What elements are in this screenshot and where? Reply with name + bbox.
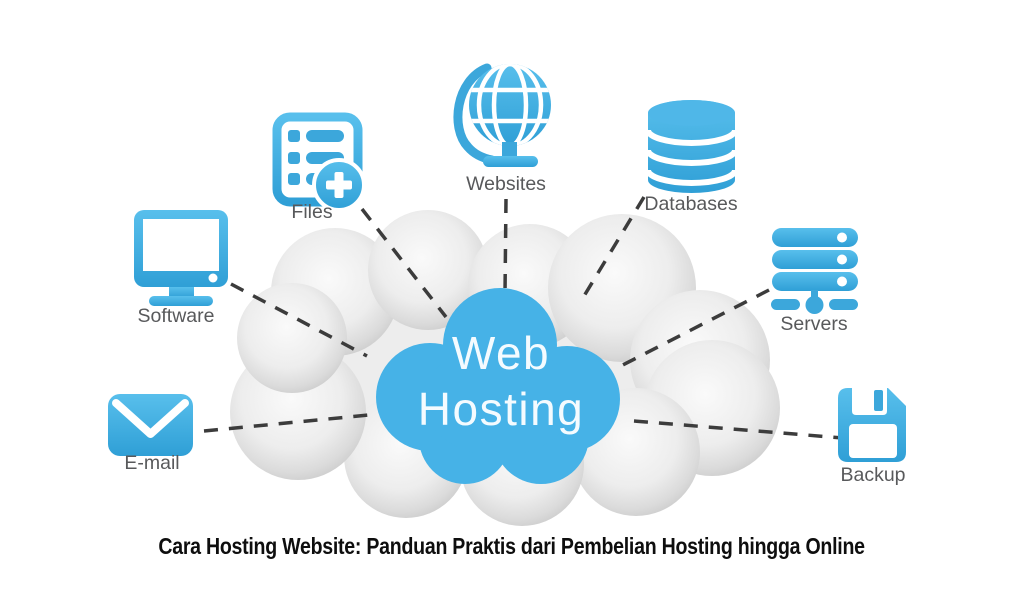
connector-databases xyxy=(579,196,646,302)
node-files: Files xyxy=(272,112,366,223)
database-icon xyxy=(645,100,738,193)
floppy-disk-icon xyxy=(838,388,906,462)
server-rack-icon xyxy=(771,228,858,314)
node-databases: Databases xyxy=(644,100,738,215)
node-servers: Servers xyxy=(771,228,858,335)
document-add-icon xyxy=(272,112,366,212)
connector-email xyxy=(203,413,370,433)
connector-websites xyxy=(503,198,508,294)
connector-software xyxy=(230,282,368,358)
servers-label: Servers xyxy=(780,313,847,335)
node-websites: Websites xyxy=(453,63,551,195)
connector-lines xyxy=(203,196,844,440)
connector-backup xyxy=(633,419,844,440)
cloud-title-line2: Hosting xyxy=(418,383,584,435)
globe-icon xyxy=(453,63,551,167)
connector-servers xyxy=(614,288,770,371)
envelope-icon xyxy=(108,394,193,456)
node-software: Software xyxy=(134,210,228,327)
email-label: E-mail xyxy=(124,452,179,474)
databases-label: Databases xyxy=(644,193,737,215)
node-email: E-mail xyxy=(108,394,193,474)
cloud-title-line1: Web xyxy=(452,327,550,379)
files-label: Files xyxy=(291,201,332,223)
websites-label: Websites xyxy=(466,173,546,195)
software-label: Software xyxy=(138,305,215,327)
node-backup: Backup xyxy=(838,388,906,486)
caption: Cara Hosting Website: Panduan Praktis da… xyxy=(0,533,1024,560)
backup-label: Backup xyxy=(840,464,905,486)
caption-text: Cara Hosting Website: Panduan Praktis da… xyxy=(158,533,866,559)
web-hosting-cloud xyxy=(376,288,620,484)
monitor-icon xyxy=(134,210,228,306)
